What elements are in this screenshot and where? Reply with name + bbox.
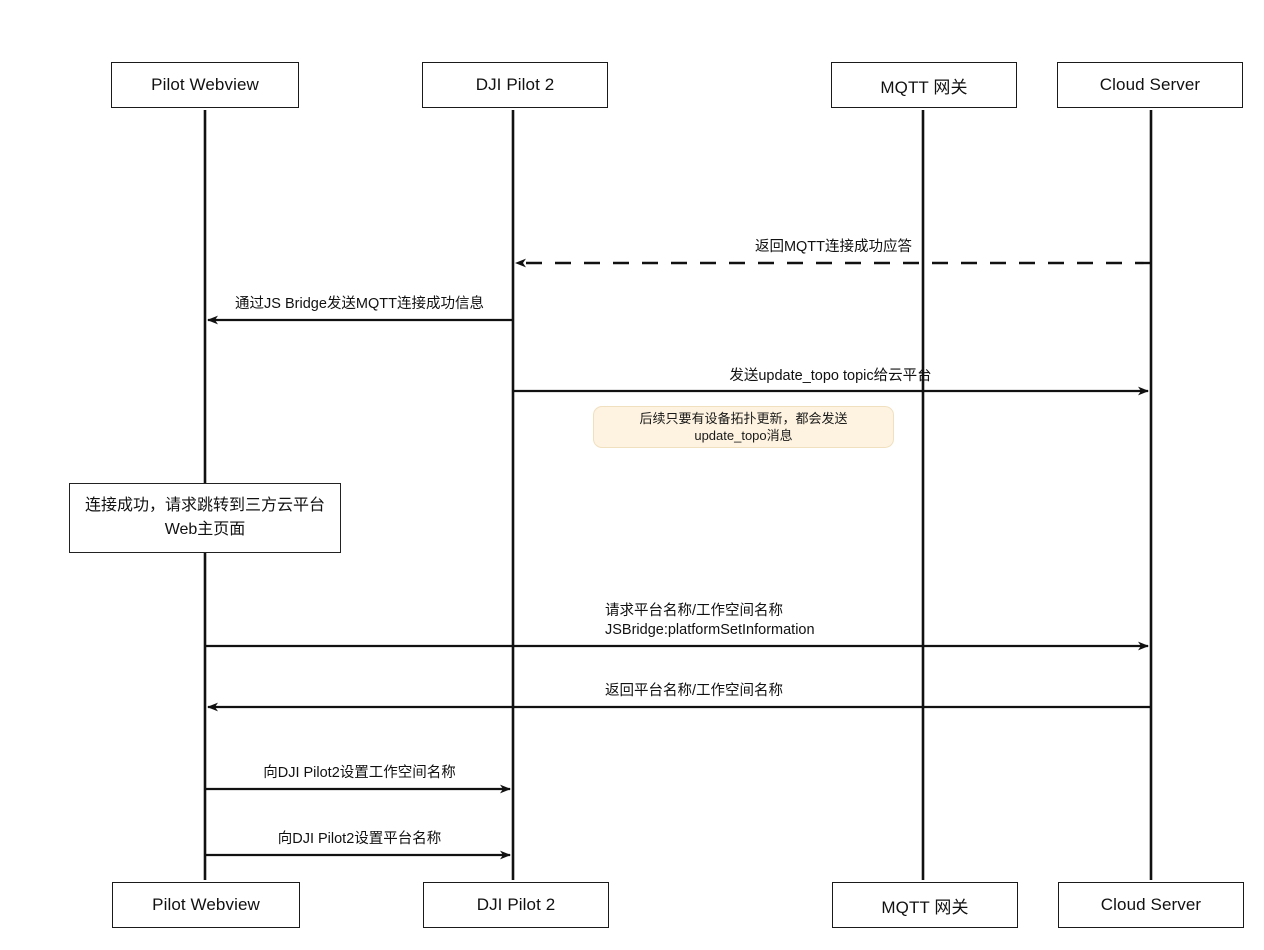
message-label-m1: 返回MQTT连接成功应答	[754, 239, 913, 255]
message-label-m3: 发送update_topo topic给云平台	[729, 368, 932, 384]
message-label-m7: 向DJI Pilot2设置平台名称	[277, 831, 442, 847]
message-label-m2: 通过JS Bridge发送MQTT连接成功信息	[235, 296, 484, 312]
participant-top-cloud[interactable]: Cloud Server	[1057, 62, 1243, 108]
participant-top-webview[interactable]: Pilot Webview	[111, 62, 299, 108]
participant-label: MQTT 网关	[881, 897, 969, 917]
participant-label: Pilot Webview	[151, 75, 259, 94]
participant-bottom-pilot[interactable]: DJI Pilot 2	[423, 882, 609, 928]
participant-bottom-cloud[interactable]: Cloud Server	[1058, 882, 1244, 928]
participant-bottom-webview[interactable]: Pilot Webview	[112, 882, 300, 928]
message-arrows	[205, 258, 1151, 860]
participant-label: DJI Pilot 2	[476, 895, 556, 914]
participant-bottom-mqtt[interactable]: MQTT 网关	[832, 882, 1018, 928]
participant-label: DJI Pilot 2	[475, 75, 555, 94]
participant-label: MQTT 网关	[880, 77, 968, 97]
message-label-m4: 请求平台名称/工作空间名称 JSBridge:platformSetInform…	[605, 603, 815, 638]
participant-label: Cloud Server	[1099, 75, 1201, 94]
participant-label: Cloud Server	[1100, 895, 1202, 914]
message-label-m5: 返回平台名称/工作空间名称	[605, 683, 784, 699]
participant-label: Pilot Webview	[152, 895, 260, 914]
participant-top-pilot[interactable]: DJI Pilot 2	[422, 62, 608, 108]
participant-top-mqtt[interactable]: MQTT 网关	[831, 62, 1017, 108]
note-jump-to-web: 连接成功，请求跳转到三方云平台Web主页面	[69, 483, 341, 553]
message-label-m6: 向DJI Pilot2设置工作空间名称	[263, 765, 456, 781]
note-update-topo: 后续只要有设备拓扑更新，都会发送 update_topo消息	[593, 406, 894, 448]
